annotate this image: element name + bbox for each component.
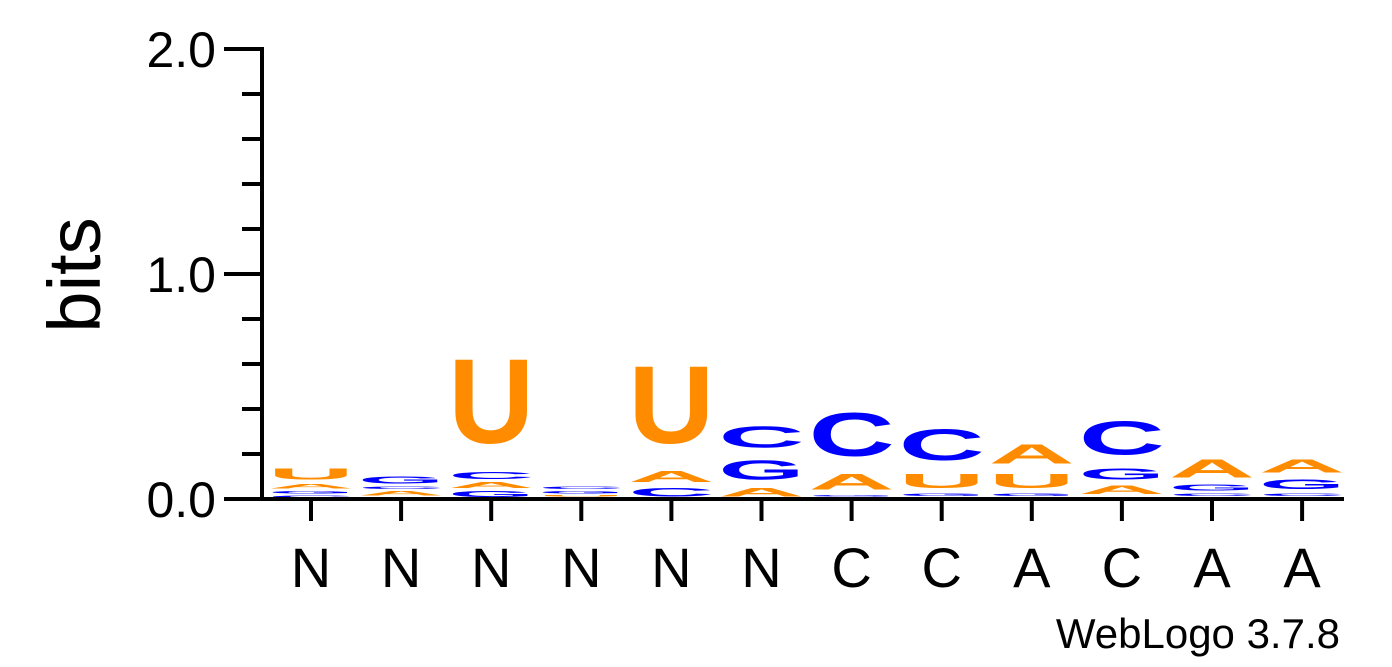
logo-glyph-c: C [448, 470, 534, 481]
x-tick-label-consensus: C [1102, 536, 1142, 599]
logo-glyph-g: G [448, 490, 534, 499]
logo-glyph-g: G [1259, 476, 1345, 492]
logo-glyph-u: U [989, 470, 1075, 492]
logo-glyph-layer: CGAUUACGGACUAUGCCAUAGCUGACAGUCCGUAUAGCUC… [268, 336, 1345, 499]
logo-glyph-a: A [358, 490, 444, 497]
x-tick-label-consensus: N [381, 536, 421, 599]
x-tick-label-consensus: N [561, 536, 601, 599]
logo-glyph-c: C [268, 494, 354, 498]
y-axis-label: bits [33, 217, 116, 332]
logo-glyph-g: G [538, 490, 624, 495]
y-tick-label: 1.0 [146, 247, 216, 303]
logo-glyph-a: A [268, 483, 354, 490]
logo-glyph-c: C [899, 421, 985, 470]
logo-glyph-g: G [1079, 465, 1165, 483]
logo-glyph-u: U [448, 336, 534, 470]
x-tick-label-consensus: A [1193, 536, 1231, 599]
x-tick-label-consensus: C [831, 536, 871, 599]
logo-glyph-g: G [1169, 483, 1255, 492]
x-tick-label-consensus: N [291, 536, 331, 599]
y-tick-label: 2.0 [146, 22, 216, 78]
x-tick-label-consensus: N [651, 536, 691, 599]
x-tick-label-consensus: N [741, 536, 781, 599]
logo-glyph-a: A [1169, 454, 1255, 483]
logo-glyph-a: A [809, 470, 895, 495]
logo-glyph-a: A [1079, 483, 1165, 497]
logo-glyph-c: C [809, 400, 895, 469]
logo-glyph-g: G [358, 474, 444, 485]
logo-glyph-u: U [628, 344, 714, 467]
logo-glyph-a: A [628, 468, 714, 486]
logo-glyph-c: C [1079, 412, 1165, 466]
logo-glyph-c: C [628, 485, 714, 499]
logo-glyph-g: G [268, 490, 354, 495]
logo-glyph-a: A [989, 439, 1075, 470]
x-tick-label-consensus: A [1013, 536, 1051, 599]
logo-glyph-u: U [899, 470, 985, 492]
x-tick-label-consensus: C [921, 536, 961, 599]
x-tick-label-consensus: N [471, 536, 511, 599]
logo-glyph-u: U [268, 465, 354, 483]
logo-glyph-g: G [719, 454, 805, 485]
weblogo-credit: WebLogo 3.7.8 [1056, 610, 1340, 657]
logo-glyph-c: C [719, 420, 805, 454]
logo-glyph-g: G [809, 494, 895, 496]
logo-glyph-g: G [899, 492, 985, 497]
logo-glyph-c: C [1259, 492, 1345, 496]
logo-glyph-a: A [719, 485, 805, 499]
logo-glyph-g: G [989, 492, 1075, 497]
logo-glyph-u: U [538, 494, 624, 496]
logo-glyph-c: C [1169, 492, 1255, 496]
logo-glyph-a: A [448, 481, 534, 490]
y-tick-label: 0.0 [146, 472, 216, 528]
logo-glyph-c: C [358, 485, 444, 489]
logo-glyph-c: C [538, 485, 624, 489]
x-tick-label-consensus: A [1283, 536, 1321, 599]
logo-glyph-a: A [1259, 456, 1345, 476]
